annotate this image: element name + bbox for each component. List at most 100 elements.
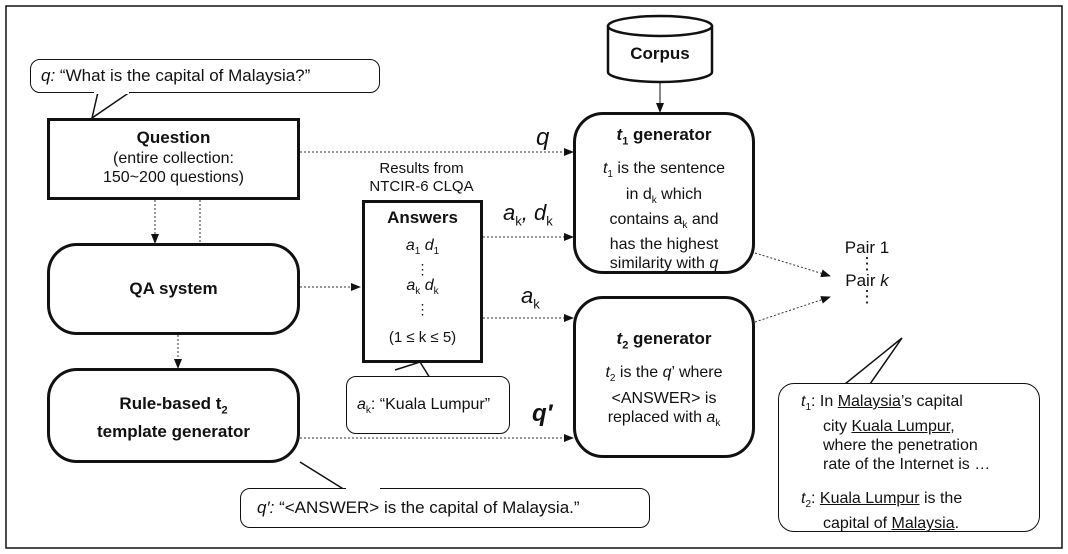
pair-k-label: Pair k bbox=[832, 271, 902, 290]
dk-var: d bbox=[420, 277, 434, 295]
ex-t2-colon: : bbox=[811, 490, 820, 508]
t1-line1: t1 is the sentence bbox=[576, 159, 752, 184]
t1-title-var: t bbox=[616, 125, 623, 144]
example-t1-line2: city Kuala Lumpur, bbox=[801, 417, 1039, 436]
ex-t2-var: t bbox=[801, 490, 806, 508]
a1-var: a bbox=[405, 237, 415, 254]
dk-sub: k bbox=[433, 286, 439, 298]
ex-malaysia-2: Malaysia bbox=[891, 515, 955, 533]
ex-t1-var: t bbox=[801, 393, 806, 410]
edge-akdk-a: a bbox=[503, 200, 516, 225]
example-t1-line1: t1: In Malaysia’s capital bbox=[801, 392, 1039, 417]
t1-l5-var: q bbox=[709, 254, 719, 272]
t2-title-sub: 2 bbox=[622, 339, 629, 352]
example-t1-line4: rate of the Internet is … bbox=[823, 456, 991, 474]
edge-label-qprime: q′ bbox=[532, 400, 553, 427]
rule-title-line1: Rule-based t2 bbox=[50, 393, 297, 421]
ak-bubble-text: : “Kuala Lumpur” bbox=[370, 396, 491, 413]
a1-sub: 1 bbox=[414, 246, 421, 258]
t1-l3-rest: and bbox=[687, 210, 719, 228]
t1-l5-text: similarity with bbox=[609, 254, 710, 272]
ex-capof: capital of bbox=[823, 515, 892, 533]
example-t1-line3: where the penetration bbox=[823, 437, 978, 455]
results-line2: NTCIR-6 CLQA bbox=[369, 178, 474, 195]
ex-t1-capital: ’s capital bbox=[900, 393, 963, 410]
t1-title: t1 generator bbox=[576, 123, 752, 153]
t2-l3-var: a bbox=[706, 408, 716, 426]
t2-generator-box: t2 generator t2 is the q’ where <ANSWER>… bbox=[573, 296, 755, 458]
rule-title-text: Rule-based t bbox=[119, 394, 222, 413]
answer-row-k: ak dk bbox=[365, 275, 480, 303]
pair-k-text: Pair bbox=[845, 271, 881, 290]
answers-title: Answers bbox=[387, 208, 458, 227]
answer-row-1: a1 d1 bbox=[365, 235, 480, 263]
question-title: Question bbox=[136, 128, 211, 147]
t2-title: t2 generator bbox=[576, 327, 752, 357]
edge-label-ak-dk: ak, dk bbox=[503, 200, 553, 228]
ak-var: a bbox=[406, 277, 416, 295]
question-example-text: “What is the capital of Malaysia?” bbox=[55, 66, 311, 85]
t1-line5: similarity with q bbox=[576, 254, 752, 273]
answers-dots-1: ⋮ bbox=[415, 261, 430, 278]
t2-l3-sub: k bbox=[715, 417, 721, 429]
edge-ak-k: k bbox=[533, 296, 540, 312]
qprime-bubble-joint bbox=[346, 486, 380, 490]
t1-line2: in dk which bbox=[576, 185, 752, 210]
example-t2-line2: capital of Malaysia. bbox=[801, 514, 1039, 533]
corpus-label: Corpus bbox=[630, 44, 690, 63]
t1-title-sub: 1 bbox=[622, 135, 629, 148]
t2-l3-text: replaced with bbox=[607, 408, 707, 426]
t2-l1-q: q bbox=[662, 364, 672, 382]
bubble-joint bbox=[94, 90, 129, 94]
qprime-speech-bubble: q′: “<ANSWER> is the capital of Malaysia… bbox=[240, 488, 650, 528]
t1-l1-sub: 1 bbox=[607, 169, 613, 181]
qa-system-box: QA system bbox=[47, 243, 300, 335]
pairs-dots-2: ⋮ bbox=[858, 287, 876, 306]
t1-title-rest: generator bbox=[628, 125, 712, 144]
q-variable: q: bbox=[41, 66, 56, 85]
t2-line1: t2 is the q’ where bbox=[576, 363, 752, 388]
rule-title-line2: template generator bbox=[96, 422, 251, 442]
ak-speech-bubble: ak: “Kuala Lumpur” bbox=[346, 376, 510, 434]
ak-sub: k bbox=[415, 286, 421, 298]
ex-malaysia-1: Malaysia bbox=[837, 393, 901, 410]
edge-label-q: q bbox=[536, 124, 550, 151]
d1-var: d bbox=[420, 237, 434, 254]
edge-akdk-d: , d bbox=[521, 200, 547, 225]
edge-akdk-k2: k bbox=[546, 213, 553, 229]
t1-l3-sub: k bbox=[682, 219, 688, 231]
t1-generator-box: t1 generator t1 is the sentence in dk wh… bbox=[573, 112, 755, 274]
d1-sub: 1 bbox=[433, 246, 440, 258]
question-bubble-tail bbox=[90, 91, 131, 120]
t2-line3: replaced with ak bbox=[576, 408, 752, 433]
qprime-text: “<ANSWER> is the capital of Malaysia.” bbox=[274, 498, 580, 517]
t1-l1-text: is the sentence bbox=[612, 160, 726, 178]
example-pair-bubble: t1: In Malaysia’s capital city Kuala Lum… bbox=[778, 383, 1040, 532]
arrow-t1-to-pairs bbox=[754, 252, 831, 278]
t2-line2: <ANSWER> is bbox=[611, 389, 717, 407]
pairs-dots: ⋮ bbox=[858, 254, 876, 273]
edge-ak-a: a bbox=[521, 283, 534, 308]
pair-1-label: Pair 1 bbox=[844, 238, 890, 257]
t2-l1-var: t bbox=[605, 364, 610, 382]
t1-l2-sub: k bbox=[651, 194, 657, 206]
question-line2: 150~200 questions) bbox=[103, 169, 244, 186]
ex-city: city bbox=[823, 418, 852, 436]
answers-range: (1 ≤ k ≤ 5) bbox=[388, 329, 457, 347]
ex-kl-2: Kuala Lumpur bbox=[819, 490, 920, 508]
results-line1: Results from bbox=[379, 160, 464, 177]
ex-comma: , bbox=[950, 418, 955, 436]
pairs-list: Pair 1 ⋮ Pair k ⋮ bbox=[832, 238, 902, 306]
qprime-var: q′: bbox=[257, 498, 275, 517]
ex-isthe: is the bbox=[919, 490, 963, 508]
t1-l1-var: t bbox=[602, 160, 608, 178]
pair-k-var: k bbox=[880, 271, 889, 290]
ex-kl-1: Kuala Lumpur bbox=[851, 418, 951, 436]
arrow-t2-to-pairs bbox=[754, 296, 831, 323]
t1-l2-rest: which bbox=[656, 185, 703, 203]
edge-label-ak: ak bbox=[521, 283, 540, 311]
rule-based-generator-box: Rule-based t2 template generator bbox=[47, 368, 300, 463]
t1-l2-text: in d bbox=[625, 185, 652, 203]
results-caption: Results from NTCIR-6 CLQA bbox=[354, 160, 489, 196]
